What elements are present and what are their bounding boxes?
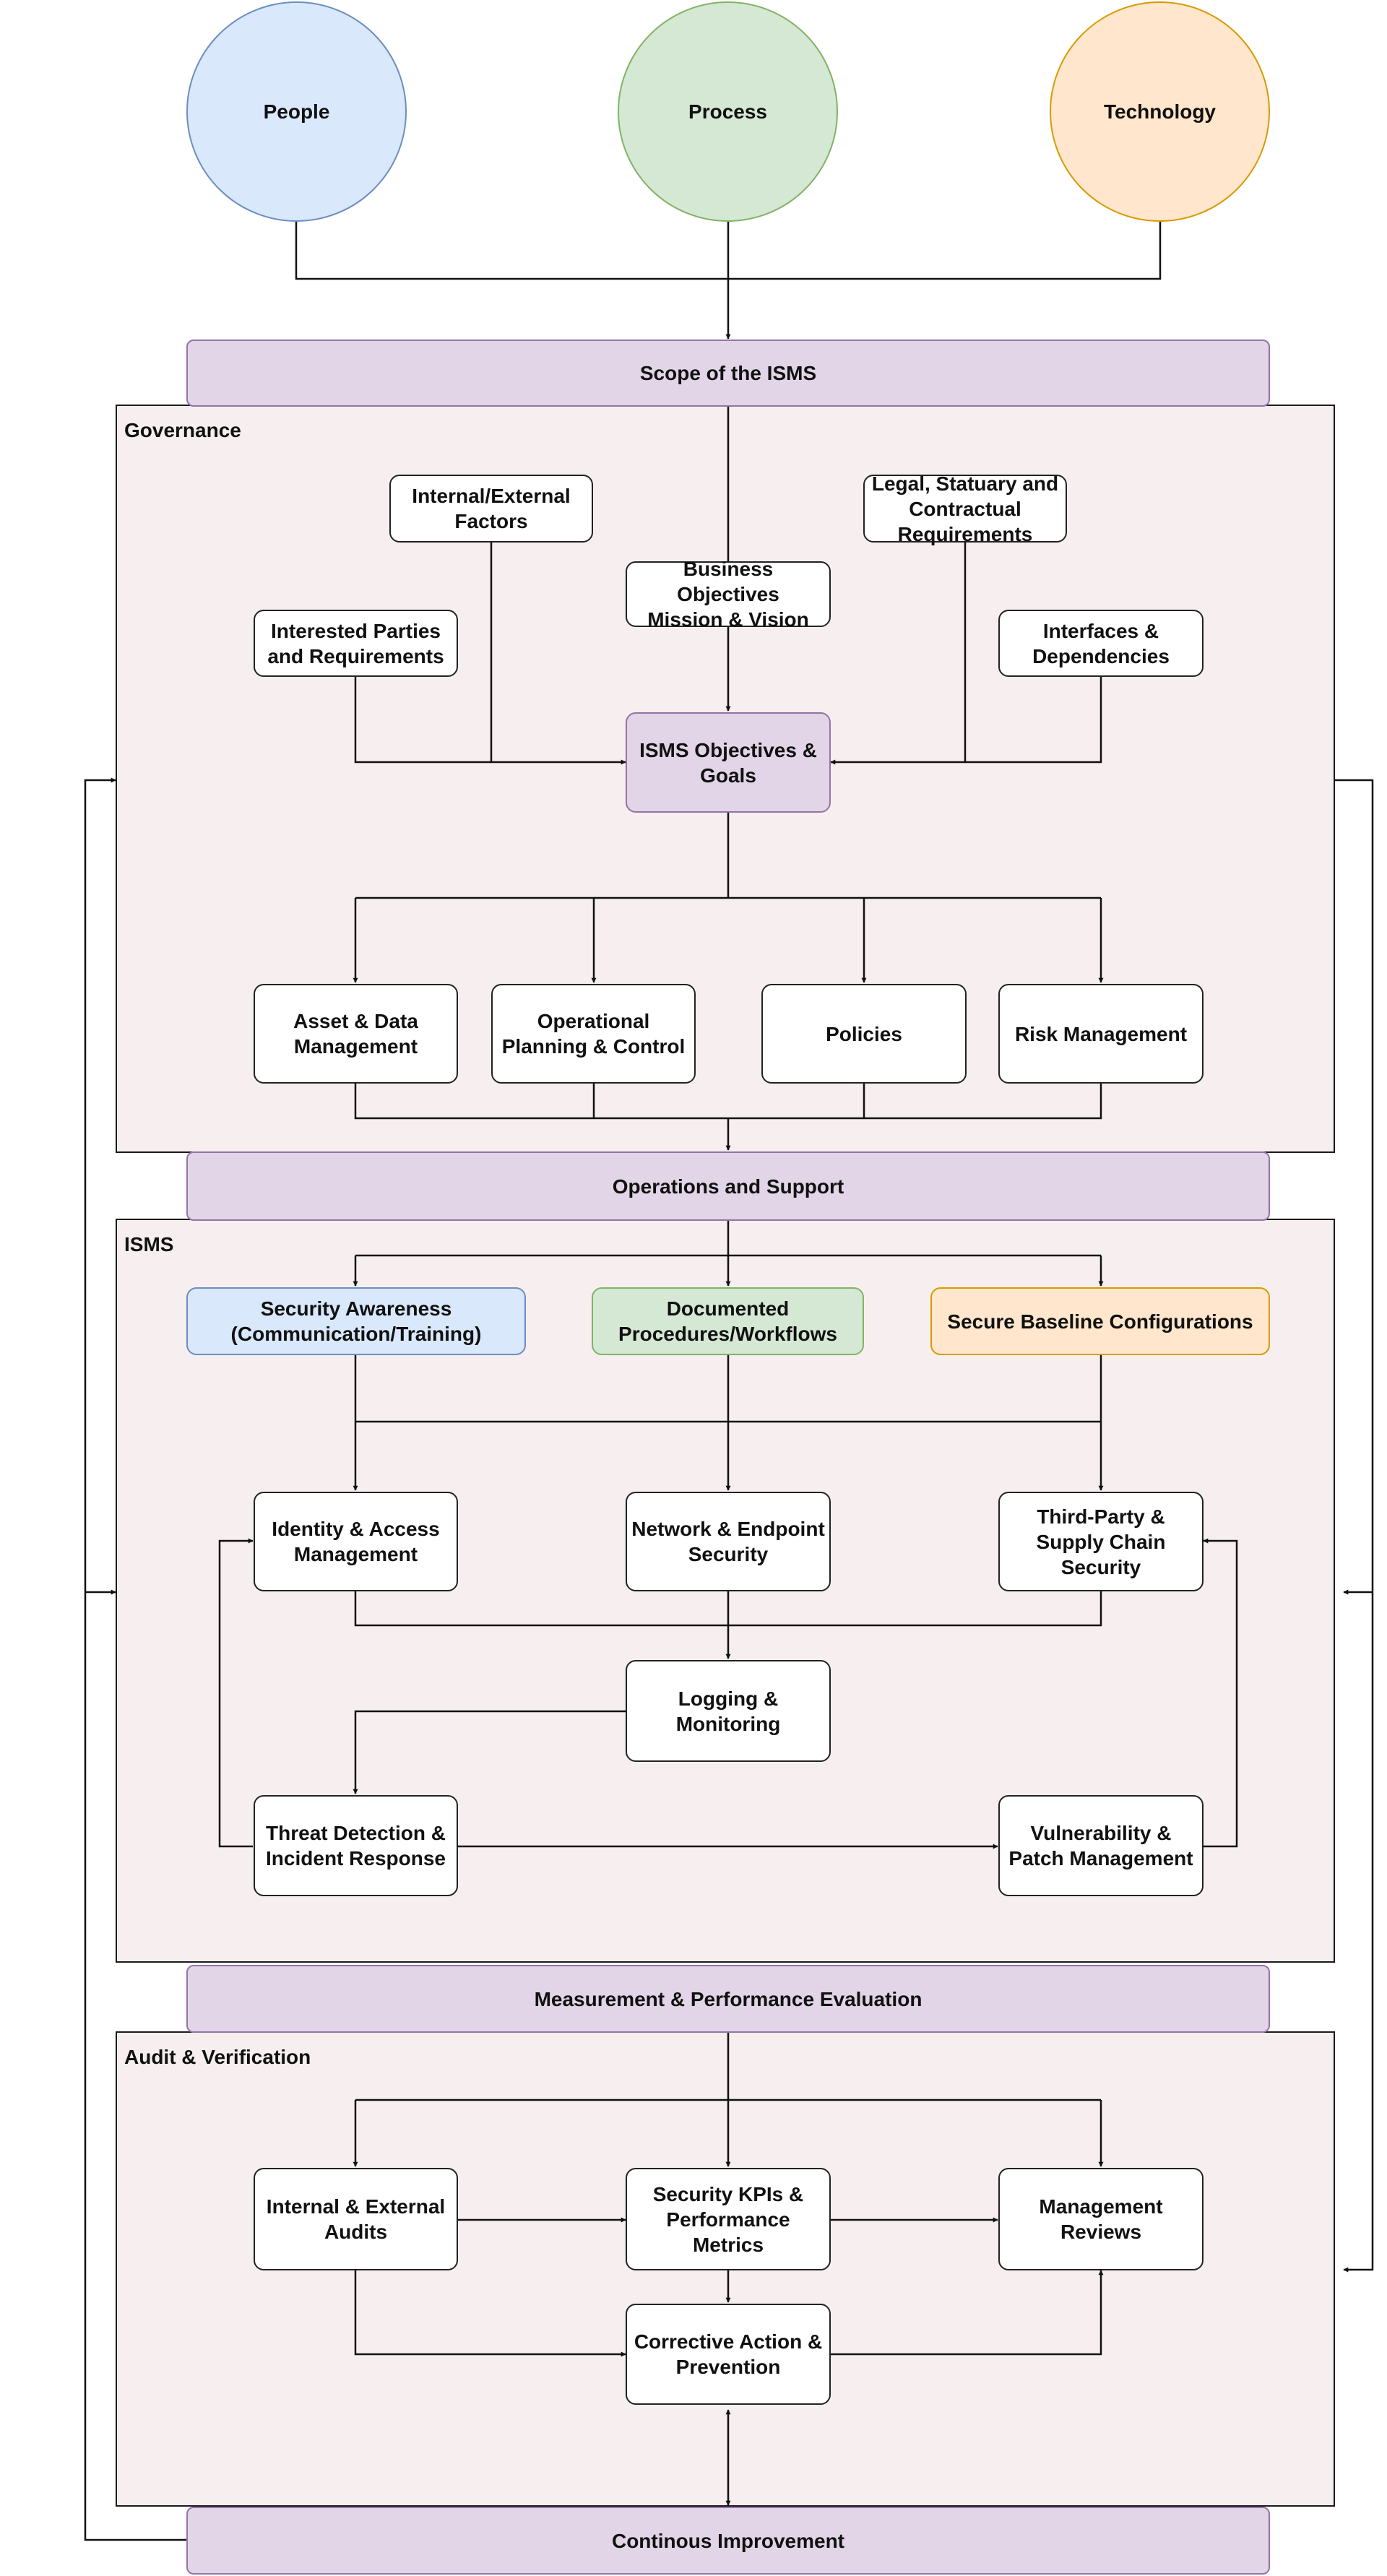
audit-verification-section-title: Audit & Verification xyxy=(124,2046,311,2068)
connector-technology-to-scope xyxy=(728,222,1162,280)
operations-support-bar: Operations and Support xyxy=(186,1151,1270,1221)
business-objectives-box: Business Objectives Mission & Vision xyxy=(626,558,831,631)
internal-external-audits-box: Internal & External Audits xyxy=(254,2168,458,2270)
documented-procedures-box: Documented Procedures/Workflows xyxy=(592,1287,864,1355)
interfaces-dependencies-box: Interfaces & Dependencies xyxy=(998,610,1204,677)
process-pillar: Process xyxy=(618,1,838,222)
continuous-improvement-bar: Continous Improvement xyxy=(186,2507,1270,2575)
governance-section-title: Governance xyxy=(124,419,241,441)
identity-access-box: Identity & Access Management xyxy=(254,1492,458,1591)
vulnerability-patch-box: Vulnerability & Patch Management xyxy=(998,1795,1204,1896)
scope-of-isms-bar: Scope of the ISMS xyxy=(186,340,1270,407)
measurement-evaluation-bar: Measurement & Performance Evaluation xyxy=(186,1965,1270,2033)
secure-baseline-box: Secure Baseline Configurations xyxy=(930,1287,1270,1355)
connector-people-to-scope xyxy=(295,222,728,280)
third-party-supply-chain-box: Third-Party & Supply Chain Security xyxy=(998,1492,1204,1591)
technology-pillar: Technology xyxy=(1050,1,1270,222)
isms-section-title: ISMS xyxy=(124,1233,174,1255)
management-reviews-box: Management Reviews xyxy=(998,2168,1204,2270)
policies-box: Policies xyxy=(761,984,967,1084)
internal-external-factors-box: Internal/External Factors xyxy=(389,475,593,543)
security-awareness-box: Security Awareness (Communication/Traini… xyxy=(186,1287,526,1355)
connector-right-feedback-loop xyxy=(1335,779,1374,2273)
logging-monitoring-box: Logging & Monitoring xyxy=(626,1660,831,1762)
corrective-action-box: Corrective Action & Prevention xyxy=(626,2304,831,2405)
people-pillar: People xyxy=(186,1,407,222)
legal-requirements-box: Legal, Statuary and Contractual Requirem… xyxy=(863,472,1067,545)
risk-management-box: Risk Management xyxy=(998,984,1204,1084)
security-kpis-box: Security KPIs & Performance Metrics xyxy=(626,2168,831,2270)
operational-planning-box: Operational Planning & Control xyxy=(491,984,696,1084)
threat-detection-box: Threat Detection & Incident Response xyxy=(254,1795,458,1896)
interested-parties-box: Interested Parties and Requirements xyxy=(254,610,458,677)
network-endpoint-box: Network & Endpoint Security xyxy=(626,1492,831,1591)
asset-data-management-box: Asset & Data Management xyxy=(254,984,458,1084)
isms-objectives-box: ISMS Objectives & Goals xyxy=(626,712,831,813)
